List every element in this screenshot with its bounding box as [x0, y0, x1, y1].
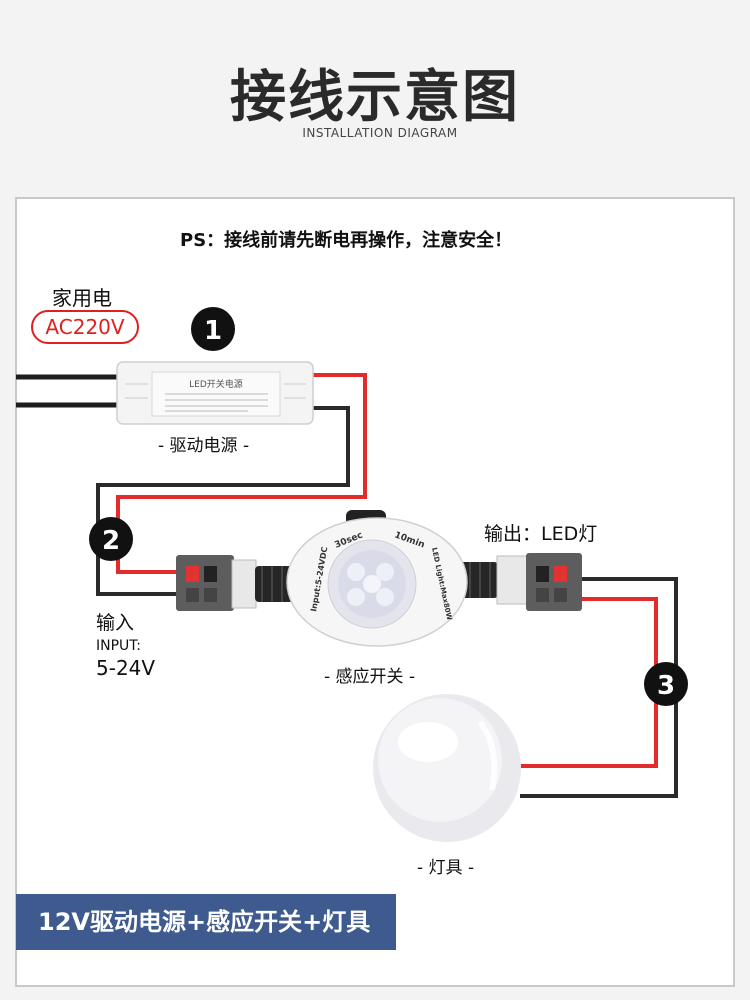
safety-note: PS：接线前请先断电再操作，注意安全！ — [180, 230, 513, 251]
driver-caption: - 驱动电源 - — [158, 436, 250, 456]
input-sub-label: INPUT: — [96, 638, 142, 654]
lamp-caption: - 灯具 - — [417, 858, 475, 878]
driver-red-wire — [116, 373, 367, 574]
input-label: 输入 — [96, 612, 135, 634]
step-badge-1: 1 — [191, 307, 235, 351]
sensor-caption: - 感应开关 - — [324, 667, 416, 687]
ac-voltage-badge: AC220V — [31, 310, 139, 344]
input-voltage: 5-24V — [96, 656, 156, 680]
driver-plate-title: LED开关电源 — [189, 378, 243, 390]
summary-banner: 12V驱动电源+感应开关+灯具 — [16, 894, 396, 950]
driver-black-wire — [96, 406, 350, 596]
output-label: 输出：LED灯 — [484, 523, 598, 545]
motion-sensor-switch: 30sec 10min Input:5-24VDC LED Light:Max8… — [286, 510, 468, 647]
page-subtitle: INSTALLATION DIAGRAM — [302, 126, 458, 140]
lamp-bulb — [373, 694, 521, 842]
step-badge-2: 2 — [89, 517, 133, 561]
input-connector — [176, 555, 301, 611]
step-number-2: 2 — [102, 526, 120, 556]
step-number-1: 1 — [204, 316, 222, 346]
page-title: 接线示意图 — [230, 65, 520, 130]
step-number-3: 3 — [657, 671, 675, 701]
power-source-label: 家用电 — [52, 286, 112, 310]
step-badge-3: 3 — [644, 662, 688, 706]
output-connector — [452, 553, 582, 611]
lamp-red-wire — [520, 597, 658, 768]
driver-power-supply: LED开关电源 — [116, 361, 314, 425]
